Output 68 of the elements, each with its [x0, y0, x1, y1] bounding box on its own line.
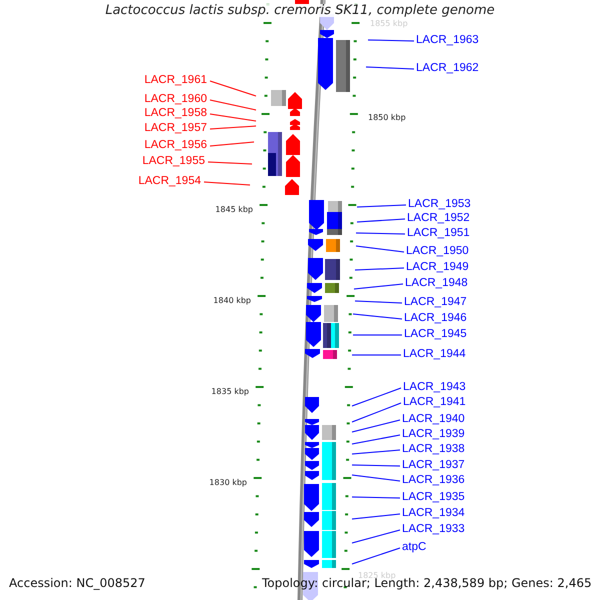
gene-label: LACR_1948 [405, 278, 468, 290]
gene-label: LACR_1944 [403, 349, 466, 360]
gene-label: LACR_1962 [416, 63, 479, 74]
gene-label: LACR_1938 [402, 444, 465, 456]
leader-line [352, 530, 400, 544]
leader-line [356, 204, 406, 208]
scale-label: 1845 kbp [215, 206, 253, 214]
gene-label: LACR_1952 [407, 213, 470, 224]
gene-label: LACR_1940 [402, 414, 465, 426]
leader-line [352, 420, 400, 432]
leader-line [210, 80, 256, 96]
gene-label: LACR_1933 [402, 524, 465, 536]
accession-text: Accession: NC_008527 [9, 577, 146, 589]
gene-label: atpC [402, 542, 426, 554]
gene-label: LACR_1949 [406, 262, 469, 274]
gene-label: LACR_1950 [406, 246, 469, 258]
leader-line [210, 126, 256, 130]
leader-line [210, 142, 254, 146]
leader-line [210, 114, 256, 122]
leader-line [368, 40, 414, 42]
leader-line [352, 354, 402, 356]
genome-summary-text: Topology: circular; Length: 2,438,589 bp; Genes: 2,465 [262, 577, 592, 589]
map-title: Lactococcus lactis subsp. cremoris SK11, complete genome [105, 4, 495, 17]
gene-label: LACR_1951 [407, 228, 470, 240]
gene-label: LACR_1936 [402, 475, 465, 486]
scale-label: 1830 kbp [209, 479, 247, 487]
leader-line [352, 464, 400, 466]
leader-line [356, 246, 404, 252]
leader-line [356, 232, 406, 234]
leader-line [366, 66, 414, 70]
gene-label: LACR_1961 [144, 75, 207, 86]
gene-label: LACR_1955 [142, 156, 205, 168]
leader-line [208, 162, 252, 164]
scale-label: 1840 kbp [213, 297, 251, 305]
scale-label: 1835 kbp [211, 388, 249, 396]
leader-line [352, 388, 402, 406]
gene-label: LACR_1958 [144, 108, 207, 120]
gene-label: LACR_1937 [402, 460, 465, 472]
gene-label: LACR_1946 [404, 313, 467, 324]
gene-label: LACR_1941 [403, 397, 466, 408]
leader-line [352, 314, 402, 320]
leader-line [354, 300, 402, 304]
scale-label: 1850 kbp [368, 114, 406, 122]
gene-label: LACR_1945 [404, 329, 467, 340]
leader-line [352, 334, 402, 336]
leader-line [356, 218, 406, 222]
gene-label: LACR_1954 [138, 176, 201, 188]
gene-label: LACR_1947 [404, 297, 467, 308]
leader-line [352, 496, 400, 498]
leader-line [352, 434, 400, 444]
leader-line [352, 450, 400, 454]
gene-label: LACR_1934 [402, 508, 465, 520]
leader-line [352, 514, 400, 520]
gene-label: LACR_1935 [402, 492, 465, 504]
gene-label: LACR_1943 [403, 382, 466, 394]
gene-label: LACR_1963 [416, 35, 479, 46]
gene-label: LACR_1956 [144, 140, 207, 152]
leader-line [354, 284, 404, 290]
leader-line [354, 268, 404, 270]
leader-line [352, 548, 400, 564]
gene-label: LACR_1939 [402, 429, 465, 440]
leader-line [352, 474, 400, 482]
gene-label: LACR_1960 [144, 94, 207, 106]
leader-line [204, 182, 250, 186]
gene-label: LACR_1953 [408, 199, 471, 210]
leader-line [210, 100, 256, 110]
leader-line [352, 402, 402, 422]
gene-label: LACR_1957 [144, 123, 207, 134]
